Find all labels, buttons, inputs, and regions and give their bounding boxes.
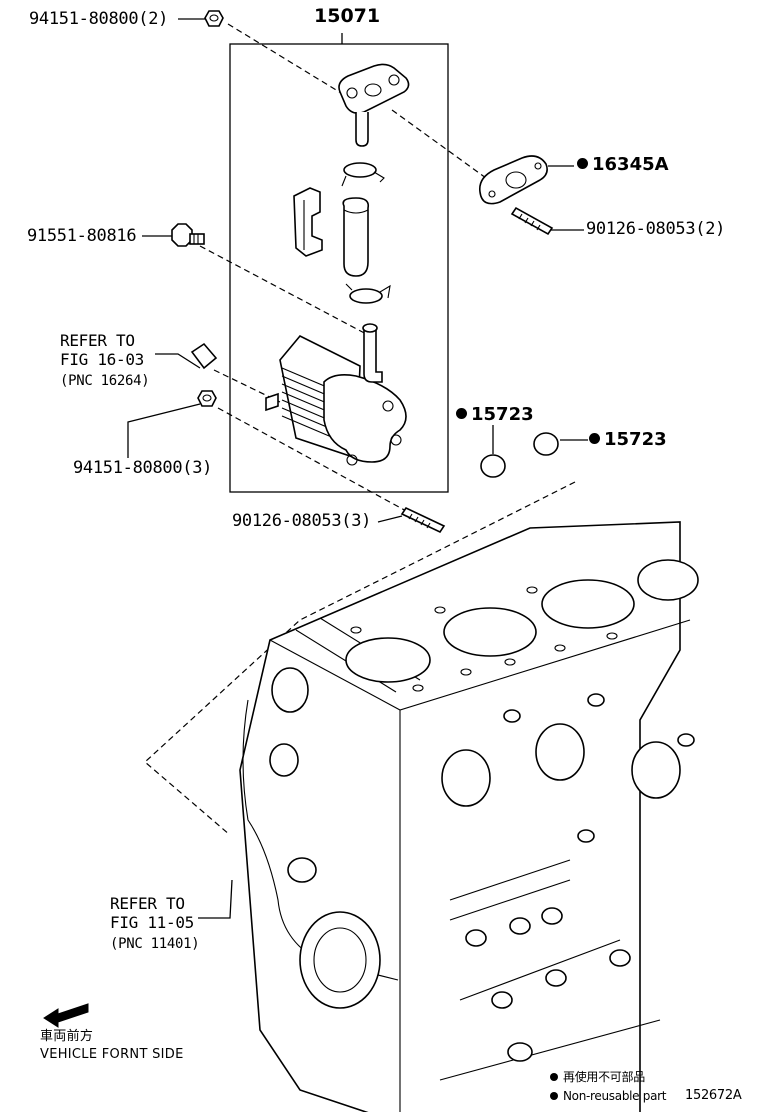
vehicle-front-en: VEHICLE FORNT SIDE [40, 1047, 184, 1062]
part-label-nut-bottom[interactable]: 94151-80800(3) [73, 458, 213, 478]
part-label-gasket[interactable]: 16345A [577, 156, 669, 174]
hose-clamp-lower [345, 283, 391, 304]
gasket-16345A [478, 155, 548, 205]
oil-pipe-refer-16-03 [190, 342, 218, 370]
part-label-stud-bottom[interactable]: 90126-08053(3) [232, 511, 372, 531]
nut-94151-top [204, 10, 224, 27]
bolt-91551 [171, 223, 205, 247]
non-reusable-dot-icon [577, 157, 588, 169]
legend-jp: 再使用不可部品 [550, 1068, 645, 1086]
refer-label-2-pnc[interactable]: (PNC 11401) [110, 936, 200, 952]
part-label-bolt[interactable]: 91551-80816 [27, 226, 137, 246]
o-ring-15723-a [480, 454, 506, 478]
refer-label-1-line2: FIG 16-03 [60, 350, 144, 369]
diagram-code: 152672A [685, 1088, 742, 1103]
left-arrow-icon [43, 1003, 89, 1028]
part-label-oring-2[interactable]: 15723 [589, 431, 667, 449]
stud-90126-bottom [400, 506, 446, 534]
callout-leader-lines [127, 18, 588, 919]
stud-90126-top [510, 206, 554, 236]
part-label-stud-top[interactable]: 90126-08053(2) [586, 219, 726, 239]
non-reusable-dot-icon [456, 407, 467, 419]
nut-94151-bottom [197, 390, 217, 407]
refer-label-2-line2: FIG 11-05 [110, 913, 194, 932]
o-ring-15723-b [533, 432, 559, 456]
oil-cooler-hose [342, 197, 370, 277]
oil-cooler-body [265, 323, 407, 466]
assembly-number-label[interactable]: 15071 [314, 5, 381, 27]
legend-dot-icon [550, 1091, 558, 1100]
legend-dot-icon [550, 1072, 558, 1081]
refer-label-1-line1: REFER TO [60, 331, 135, 350]
hose-bracket [293, 187, 323, 257]
legend-en-text: Non-reusable part [563, 1089, 667, 1103]
vehicle-front-jp: 車両前方 [40, 1029, 94, 1044]
legend-jp-text: 再使用不可部品 [563, 1070, 645, 1084]
oring-1-number: 15723 [471, 404, 534, 425]
part-label-oring-1[interactable]: 15723 [456, 406, 534, 424]
assembly-group-box [229, 33, 449, 493]
refer-label-2-line1: REFER TO [110, 894, 185, 913]
oring-2-number: 15723 [604, 429, 667, 450]
hose-clamp-upper [341, 162, 385, 187]
cooler-inlet-flange [338, 63, 410, 147]
legend-en: Non-reusable part [550, 1087, 666, 1105]
cylinder-block [239, 521, 699, 1112]
non-reusable-dot-icon [589, 432, 600, 444]
refer-label-1-pnc[interactable]: (PNC 16264) [60, 373, 150, 389]
part-label-nut-top[interactable]: 94151-80800(2) [29, 9, 169, 29]
gasket-number: 16345A [592, 154, 669, 175]
